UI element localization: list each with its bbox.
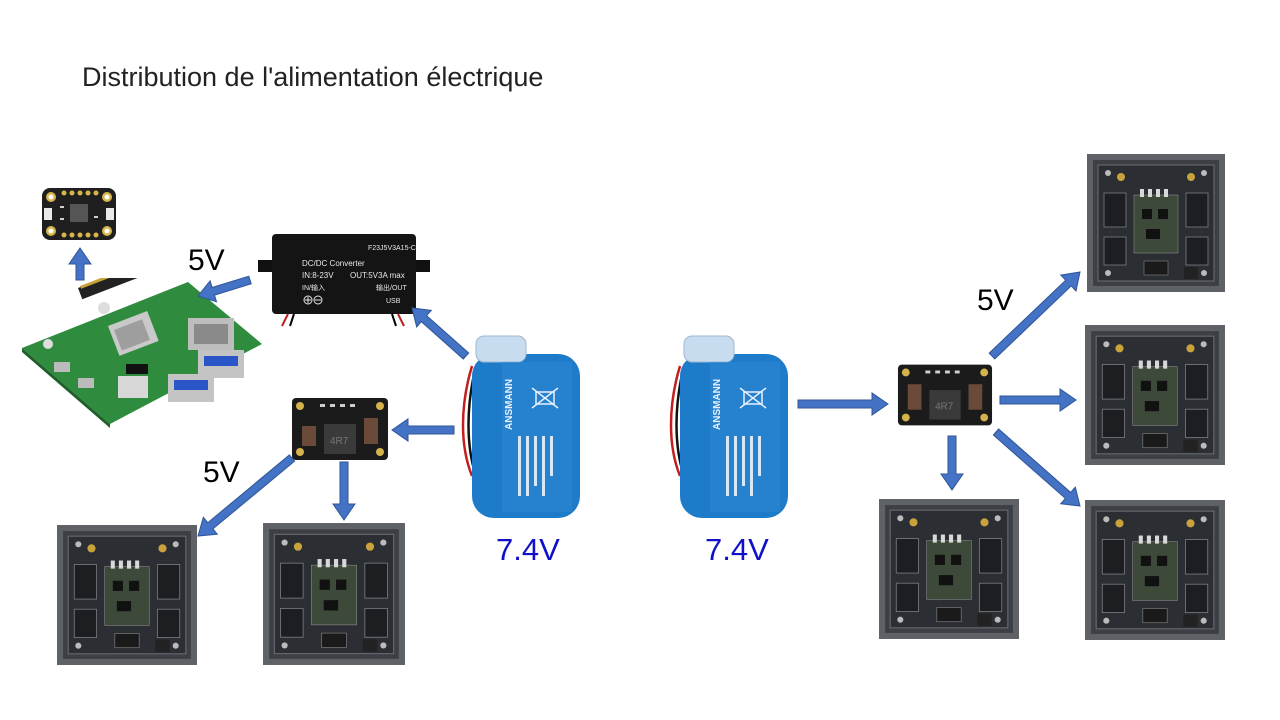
regulator-module-right: 4R7	[896, 362, 994, 428]
converter-input-label: IN/输入	[302, 283, 325, 292]
converter-name: DC/DC Converter	[302, 259, 365, 268]
battery-pack-right: ANSMANN	[666, 326, 790, 520]
dc-dc-converter: F23J5V3A15-C DC/DC Converter IN:8-23V OU…	[258, 230, 430, 328]
converter-input-spec: IN:8-23V	[302, 271, 334, 280]
arrow-11	[992, 428, 1081, 507]
slide-title: Distribution de l'alimentation électriqu…	[82, 62, 544, 92]
regulator-marking-left: 4R7	[330, 436, 349, 447]
led-panel-right-4	[1084, 498, 1226, 642]
arrow-4	[391, 418, 455, 442]
led-panel-right-2	[1084, 324, 1226, 466]
arrow-1	[68, 247, 92, 281]
arrow-9	[999, 388, 1077, 412]
pi-supply-voltage-label: 5V	[188, 244, 225, 277]
arrow-7	[797, 392, 889, 416]
battery-pack-left: ANSMANN	[458, 326, 582, 520]
led-panel-left-2	[262, 522, 406, 666]
left-panel-voltage-label: 5V	[203, 456, 240, 489]
battery-brand-right: ANSMANN	[712, 379, 723, 430]
plus-minus-icon	[303, 295, 323, 305]
sensor-breakout-board	[40, 186, 118, 242]
left-battery-voltage-label: 7.4V	[496, 532, 560, 567]
led-panel-right-1	[1086, 152, 1226, 294]
arrow-10	[940, 435, 964, 491]
raspberry-pi-board	[18, 278, 266, 428]
battery-brand-left: ANSMANN	[504, 379, 515, 430]
led-panel-left-1	[54, 524, 200, 666]
converter-model: F23J5V3A15-C	[368, 245, 416, 252]
converter-usb-label: USB	[386, 298, 401, 305]
right-battery-voltage-label: 7.4V	[705, 532, 769, 567]
led-panel-right-3	[878, 498, 1020, 640]
right-panel-voltage-label: 5V	[977, 284, 1014, 317]
regulator-marking-right: 4R7	[935, 402, 953, 413]
regulator-module-left: 4R7	[290, 396, 390, 462]
converter-output-spec: OUT:5V3A max	[350, 271, 405, 280]
arrow-6	[332, 461, 356, 521]
converter-output-label: 输出/OUT	[376, 283, 407, 292]
